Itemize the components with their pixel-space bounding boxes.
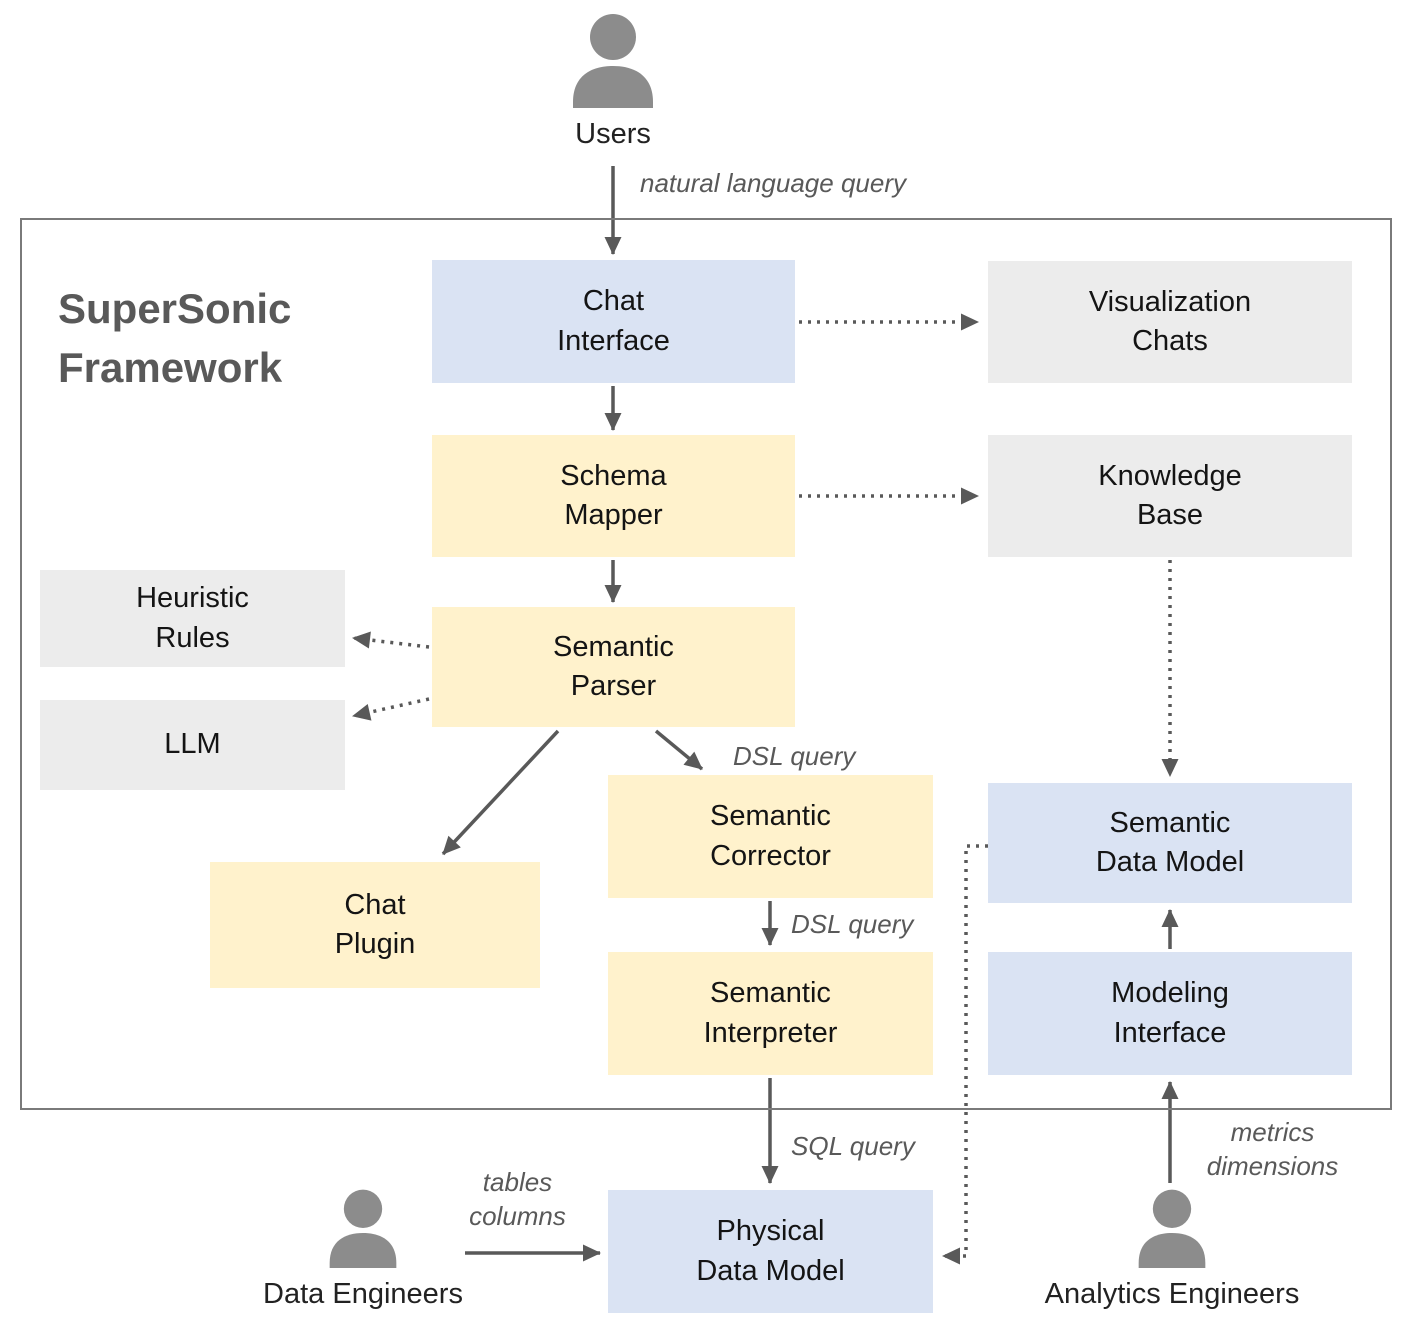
node-chat-interface-label: Chat Interface: [557, 285, 670, 357]
node-chat-plugin-label: Chat Plugin: [334, 888, 416, 960]
analytics-engineers-label: Analytics Engineers: [1044, 1278, 1300, 1310]
node-knowledge-base: Knowledge Base: [988, 435, 1352, 557]
node-heuristic-rules-label: Heuristic Rules: [136, 582, 249, 654]
node-semantic-data-model-label: Semantic Data Model: [1095, 806, 1245, 878]
label-dsl-query-2: DSL query: [791, 909, 914, 939]
label-tables-columns: tables columns: [469, 1167, 566, 1231]
label-sql-query: SQL query: [791, 1131, 915, 1161]
node-modeling-interface: Modeling Interface: [988, 952, 1352, 1075]
node-visualization-chats-label: Visualization Chats: [1088, 285, 1252, 357]
node-llm: LLM: [40, 700, 345, 790]
node-semantic-corrector: Semantic Corrector: [608, 775, 933, 898]
label-dsl-query-1: DSL query: [733, 741, 856, 771]
users-label: Users: [575, 118, 651, 150]
user-icon: [573, 14, 653, 108]
node-physical-data-model-label: Physical Data Model: [696, 1215, 845, 1287]
framework-title: SuperSonic Framework: [58, 285, 292, 391]
node-semantic-parser: Semantic Parser: [432, 607, 795, 727]
actor-analytics-engineers: Analytics Engineers: [1032, 1186, 1312, 1311]
node-semantic-corrector-label: Semantic Corrector: [710, 800, 831, 872]
node-knowledge-base-label: Knowledge Base: [1098, 459, 1242, 531]
actor-data-engineers: Data Engineers: [243, 1186, 483, 1311]
node-modeling-interface-label: Modeling Interface: [1111, 977, 1229, 1049]
node-schema-mapper-label: Schema Mapper: [560, 459, 667, 531]
framework-border: [20, 218, 1392, 1110]
data-engineer-icon: [329, 1189, 397, 1268]
node-schema-mapper: Schema Mapper: [432, 435, 795, 557]
node-semantic-data-model: Semantic Data Model: [988, 783, 1352, 903]
data-engineers-label: Data Engineers: [263, 1278, 463, 1310]
actor-users: Users: [555, 10, 671, 151]
node-chat-plugin: Chat Plugin: [210, 862, 540, 988]
node-physical-data-model: Physical Data Model: [608, 1190, 933, 1313]
node-semantic-interpreter: Semantic Interpreter: [608, 952, 933, 1075]
analytics-engineer-icon: [1138, 1189, 1206, 1268]
node-semantic-parser-label: Semantic Parser: [553, 630, 674, 702]
label-metrics-dimensions: metrics dimensions: [1206, 1117, 1339, 1181]
node-chat-interface: Chat Interface: [432, 260, 795, 383]
label-natural-language-query: natural language query: [640, 168, 906, 198]
node-visualization-chats: Visualization Chats: [988, 261, 1352, 383]
node-heuristic-rules: Heuristic Rules: [40, 570, 345, 667]
node-llm-label: LLM: [164, 728, 221, 761]
node-semantic-interpreter-label: Semantic Interpreter: [703, 977, 838, 1049]
